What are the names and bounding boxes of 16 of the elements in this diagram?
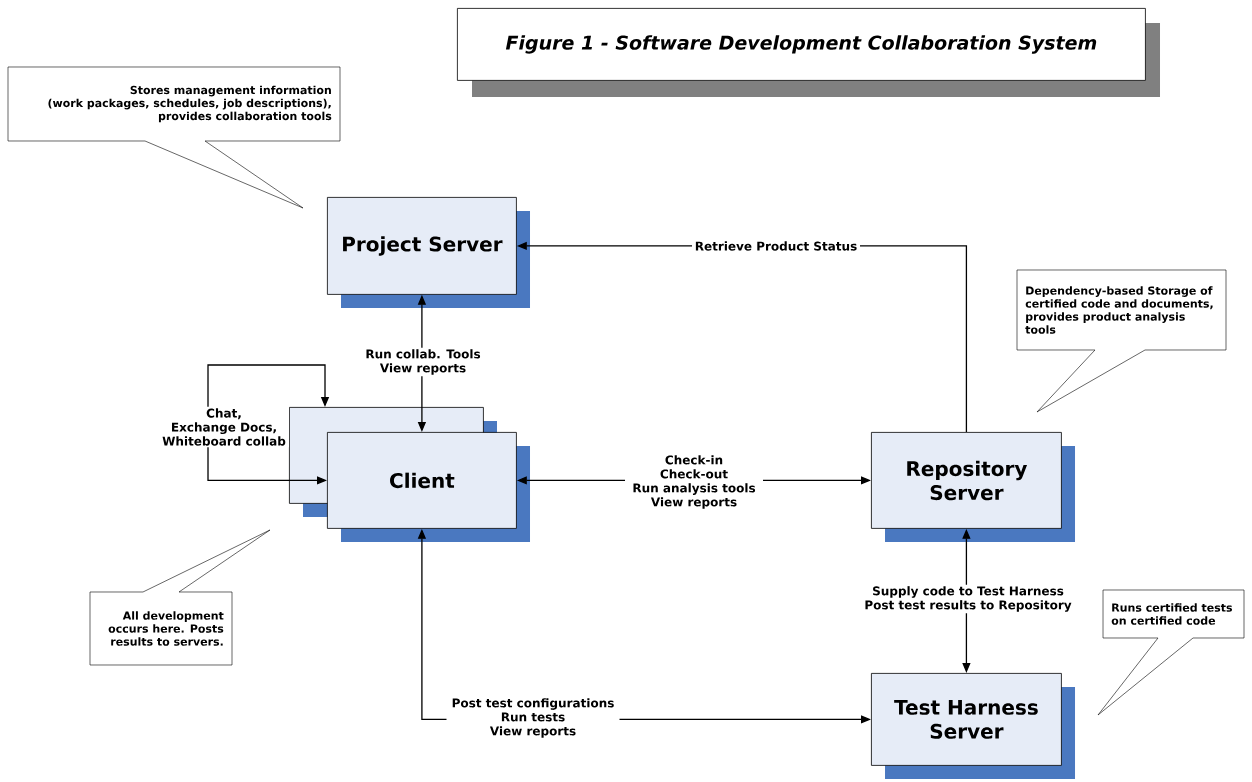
edge-label: Run collab. Tools View reports	[354, 347, 492, 377]
server-box: Project Server	[327, 197, 530, 308]
callout-box: Runs certified tests on certified code	[1097, 589, 1245, 716]
arrow	[207, 364, 330, 485]
edge-label: Chat, Exchange Docs, Whiteboard collab	[159, 406, 289, 448]
edge-label: Retrieve Product Status	[692, 239, 860, 253]
callout-box: Stores management information (work packages, schedules, job descriptions), provides collaboration tools	[7, 66, 341, 209]
edge-label: Check-in Check-out Run analysis tools View reports	[625, 453, 763, 511]
edge-label: Post test configurations Run tests View reports	[446, 696, 620, 740]
server-box: Repository Server	[871, 432, 1075, 542]
edge-label: Supply code to Test Harness Post test results to Repository	[862, 584, 1074, 614]
callout-box: Dependency-based Storage of certified code and documents, provides product analysis tools	[1016, 269, 1227, 413]
title-box: Figure 1 - Software Development Collaboration System	[457, 8, 1160, 97]
server-box: Client	[327, 432, 530, 542]
callout-box: All development occurs here. Posts results to servers.	[89, 529, 271, 666]
server-box: Test Harness Server	[871, 673, 1075, 779]
